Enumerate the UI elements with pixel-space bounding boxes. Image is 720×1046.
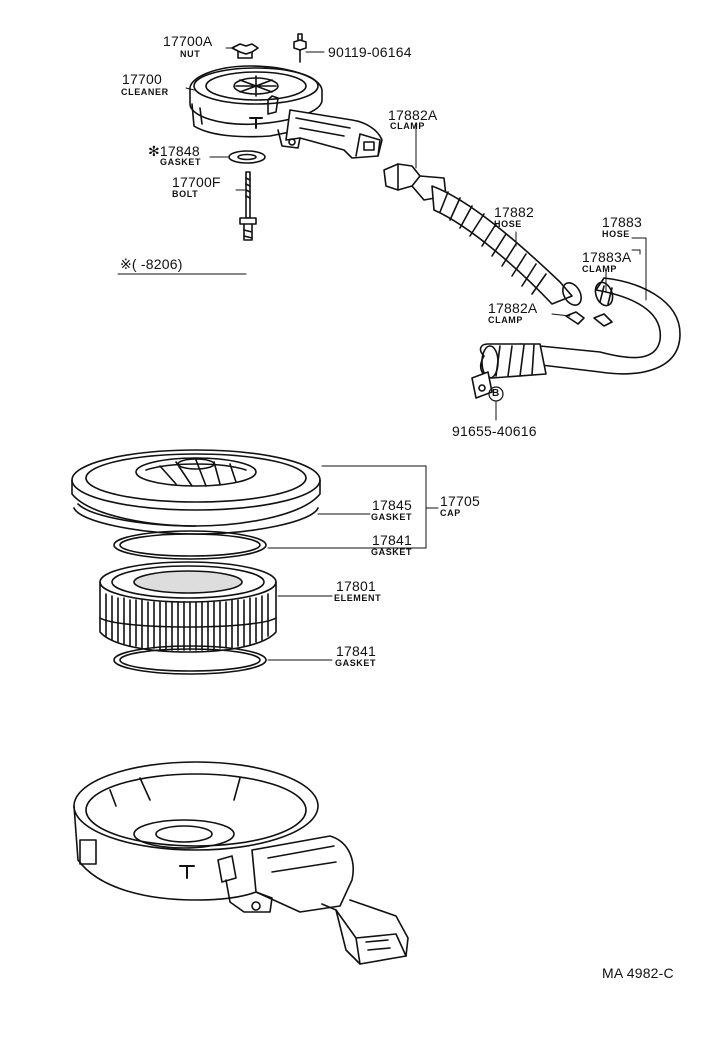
- label-17801-name: ELEMENT: [334, 593, 382, 603]
- cleaner-body-large: [73, 761, 409, 965]
- label-17882-number: 17882: [494, 204, 534, 220]
- label-17882a-top-name: CLAMP: [390, 121, 425, 131]
- label-91655-40616: 91655-40616: [452, 423, 537, 439]
- bolt-17700f: [239, 171, 257, 241]
- drawing-id: MA 4982-C: [602, 965, 674, 981]
- gasket-17848: [228, 150, 266, 164]
- label-17848-name: GASKET: [160, 157, 202, 167]
- label-17883a-name: CLAMP: [582, 264, 617, 274]
- label-17801-number: 17801: [336, 578, 376, 594]
- label-17700-name: CLEANER: [121, 87, 169, 97]
- marker-b-circle: [488, 386, 504, 402]
- label-17705-number: 17705: [440, 493, 480, 509]
- label-17845-number: 17845: [372, 497, 412, 513]
- gasket-17845: [73, 507, 319, 535]
- label-17882a-lower-name: CLAMP: [488, 315, 523, 325]
- label-17700f-number: 17700F: [172, 174, 221, 190]
- cleaner-top-assembly: [189, 65, 383, 159]
- label-17700f-name: BOLT: [172, 189, 199, 199]
- label-90119-06164: 90119-06164: [328, 44, 412, 60]
- label-17700-number: 17700: [122, 71, 162, 87]
- label-17882a-lower-number: 17882A: [488, 300, 538, 316]
- label-17882a-top-number: 17882A: [388, 107, 438, 123]
- label-17705-name: CAP: [440, 508, 461, 518]
- label-17848-number: ✻17848: [148, 143, 200, 159]
- gasket-17841-upper: [113, 530, 267, 560]
- screw-90119-06164: [293, 33, 307, 63]
- marker-b-letter: B: [492, 388, 500, 399]
- label-17883-number: 17883: [602, 214, 642, 230]
- label-range-note: ※( -8206): [120, 256, 183, 272]
- cap-17705: [71, 449, 321, 527]
- label-17700a-name: NUT: [180, 49, 201, 59]
- label-17700a-number: 17700A: [163, 33, 213, 49]
- label-17841-lower-name: GASKET: [335, 658, 377, 668]
- leader-lines: [117, 47, 647, 661]
- label-17841-lower-number: 17841: [336, 643, 376, 659]
- label-17883a-number: 17883A: [582, 249, 632, 265]
- label-17882-name: HOSE: [494, 219, 522, 229]
- label-17883-name: HOSE: [602, 229, 630, 239]
- gasket-17841-lower: [113, 645, 267, 675]
- label-17841-upper-name: GASKET: [371, 547, 413, 557]
- label-17841-upper-number: 17841: [372, 532, 412, 548]
- element-17801: [99, 561, 277, 653]
- label-17845-name: GASKET: [371, 512, 413, 522]
- hose-assembly: [383, 163, 681, 399]
- wing-nut-17700a: [231, 43, 259, 59]
